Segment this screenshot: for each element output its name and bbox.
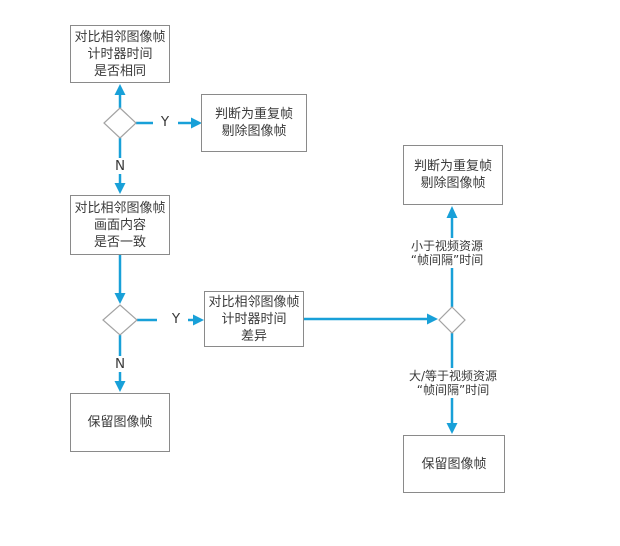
arrowhead-right-into-d3: [427, 313, 438, 325]
branch-label-line: “帧间隔”时间: [416, 383, 490, 397]
process-box-line: 差异: [240, 328, 267, 344]
branch-label-greater-equal-interval: 大/等于视频资源 “帧间隔”时间: [406, 368, 500, 398]
arrowhead-up-into-b6: [446, 206, 458, 218]
branch-label-line: 大/等于视频资源: [408, 369, 498, 383]
process-box-line: 剔除图像帧: [420, 176, 486, 191]
process-box-duplicate-remove-1: 判断为重复帧 剔除图像帧: [201, 94, 307, 152]
branch-label-line: “帧间隔”时间: [410, 253, 484, 267]
branch-label-no-2: N: [112, 356, 128, 372]
process-box-line: 判断为重复帧: [413, 159, 492, 174]
process-box-line: 保留图像帧: [421, 456, 487, 472]
process-box-line: 是否相同: [93, 63, 146, 79]
process-box-line: 计时器时间: [221, 311, 287, 327]
process-box-keep-frame-2: 保留图像帧: [403, 435, 505, 493]
process-box-line: 对比相邻图像帧: [74, 200, 166, 216]
process-box-compare-timer: 对比相邻图像帧 计时器时间 是否相同: [70, 25, 170, 83]
branch-label-no-1: N: [112, 158, 128, 174]
arrowhead-right-into-b4: [193, 314, 204, 326]
process-box-line: 对比相邻图像帧: [208, 294, 300, 310]
decision-diamond-timer-same: [103, 107, 137, 139]
process-box-line: 判断为重复帧: [214, 107, 293, 122]
arrowhead-down-into-d2: [114, 293, 126, 304]
arrowhead-down-into-b7: [446, 423, 458, 434]
process-box-line: 计时器时间: [87, 46, 153, 62]
arrowhead-down-into-b3: [114, 183, 126, 194]
arrowhead-right-into-b2: [191, 117, 202, 129]
decision-diamond-content-same: [102, 304, 138, 336]
process-box-line: 画面内容: [93, 217, 146, 233]
process-box-line: 剔除图像帧: [221, 124, 287, 139]
process-box-line: 对比相邻图像帧: [74, 29, 166, 45]
arrowhead-up-into-b1: [114, 84, 126, 95]
decision-diamond-interval-compare: [438, 306, 466, 334]
branch-label-less-than-interval: 小于视频资源 “帧间隔”时间: [408, 238, 486, 268]
process-box-line: 保留图像帧: [87, 415, 153, 430]
branch-label-yes-2: Y: [169, 311, 183, 327]
process-box-compare-timer-diff: 对比相邻图像帧 计时器时间 差异: [204, 291, 304, 347]
process-box-line: 是否一致: [93, 234, 146, 250]
process-box-compare-content: 对比相邻图像帧 画面内容 是否一致: [70, 195, 170, 255]
branch-label-line: 小于视频资源: [410, 239, 483, 253]
arrowhead-down-into-b5: [114, 381, 126, 392]
branch-label-yes-1: Y: [158, 114, 172, 130]
process-box-keep-frame-1: 保留图像帧: [70, 393, 170, 452]
process-box-duplicate-remove-2: 判断为重复帧 剔除图像帧: [403, 145, 503, 205]
